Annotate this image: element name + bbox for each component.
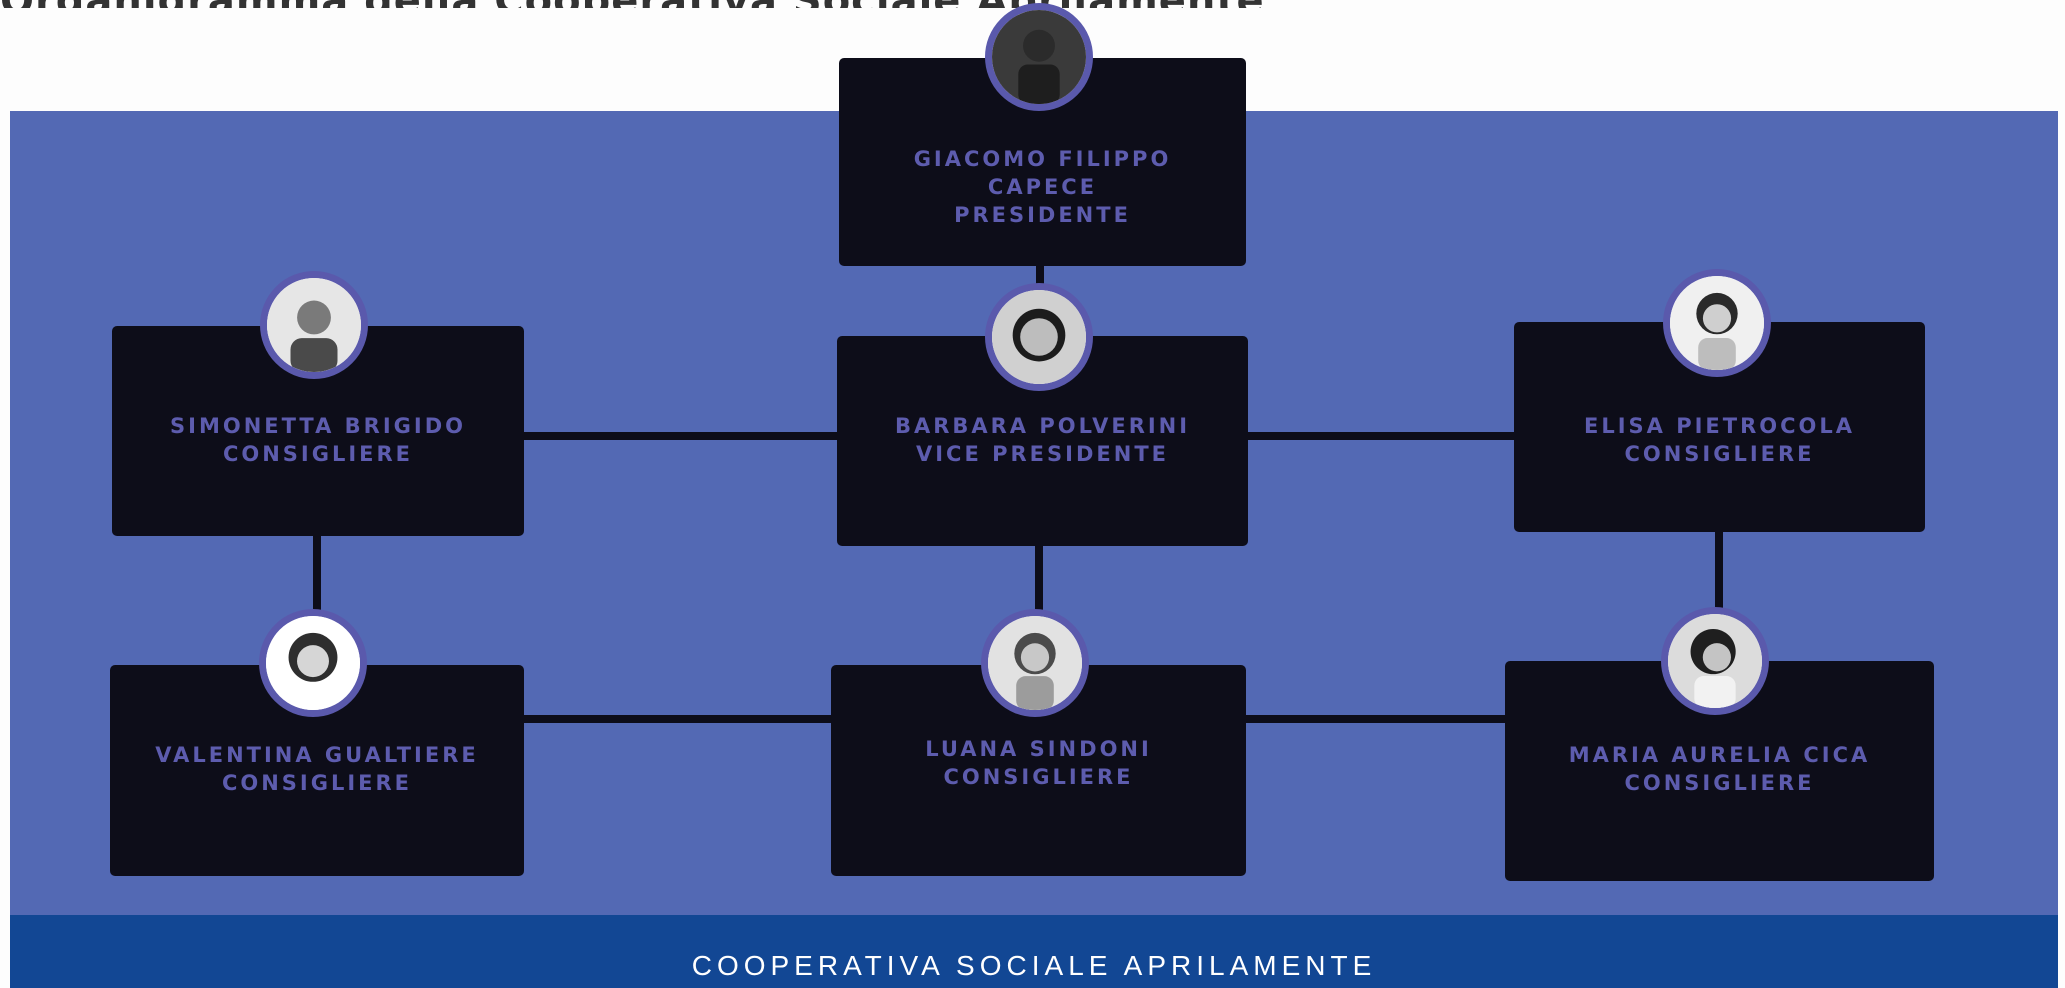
connector-barbara-luana [1035,545,1043,615]
member-name: VALENTINA GUALTIERE [155,743,479,767]
member-label: BARBARA POLVERINI VICE PRESIDENTE [837,412,1248,468]
avatar-maria [1661,607,1769,715]
member-role: CONSIGLIERE [1624,771,1815,795]
connector-simonetta-barbara [522,432,837,440]
connector-simonetta-valentina [313,535,321,615]
connector-president-vice [1036,264,1044,288]
member-name: SIMONETTA BRIGIDO [170,414,466,438]
member-role: CONSIGLIERE [1624,442,1815,466]
connector-elisa-maria [1715,532,1723,610]
person-photo-icon [267,278,361,372]
member-role: PRESIDENTE [954,203,1131,227]
member-label: SIMONETTA BRIGIDO CONSIGLIERE [112,412,524,468]
avatar-simonetta [260,271,368,379]
member-label: VALENTINA GUALTIERE CONSIGLIERE [110,741,524,797]
member-role: CONSIGLIERE [221,771,413,795]
member-role: CONSIGLIERE [943,765,1134,789]
member-name: BARBARA POLVERINI [894,414,1191,438]
person-photo-icon [992,10,1086,104]
avatar-valentina [259,609,367,717]
member-name: LUANA SINDONI [925,737,1152,761]
person-photo-icon [988,616,1082,710]
member-label: GIACOMO FILIPPO CAPECE PRESIDENTE [839,145,1246,229]
member-role: VICE PRESIDENTE [915,442,1169,466]
member-card-maria: MARIA AURELIA CICA CONSIGLIERE [1505,661,1934,881]
member-name: MARIA AURELIA CICA [1568,743,1871,767]
person-photo-icon [266,616,360,710]
member-label: LUANA SINDONI CONSIGLIERE [831,735,1246,791]
avatar-president [985,3,1093,111]
member-role: CONSIGLIERE [222,442,414,466]
footer-bar: COOPERATIVA SOCIALE APRILAMENTE [10,915,2058,988]
connector-luana-maria [1244,715,1507,723]
footer-title: COOPERATIVA SOCIALE APRILAMENTE [691,950,1377,981]
person-photo-icon [1670,276,1764,370]
connector-valentina-luana [522,715,833,723]
avatar-luana [981,609,1089,717]
member-name: ELISA PIETROCOLA [1583,414,1856,438]
member-label: MARIA AURELIA CICA CONSIGLIERE [1505,741,1934,797]
member-name-line2: CAPECE [987,175,1098,199]
avatar-barbara [985,283,1093,391]
person-photo-icon [1668,614,1762,708]
person-photo-icon [992,290,1086,384]
member-name-line1: GIACOMO FILIPPO [913,147,1172,171]
member-label: ELISA PIETROCOLA CONSIGLIERE [1514,412,1925,468]
member-card-valentina: VALENTINA GUALTIERE CONSIGLIERE [110,665,524,876]
member-card-luana: LUANA SINDONI CONSIGLIERE [831,665,1246,876]
page-heading-fragment: Organigramma della Cooperativa Sociale A… [0,0,1300,8]
avatar-elisa [1663,269,1771,377]
connector-barbara-elisa [1246,432,1516,440]
